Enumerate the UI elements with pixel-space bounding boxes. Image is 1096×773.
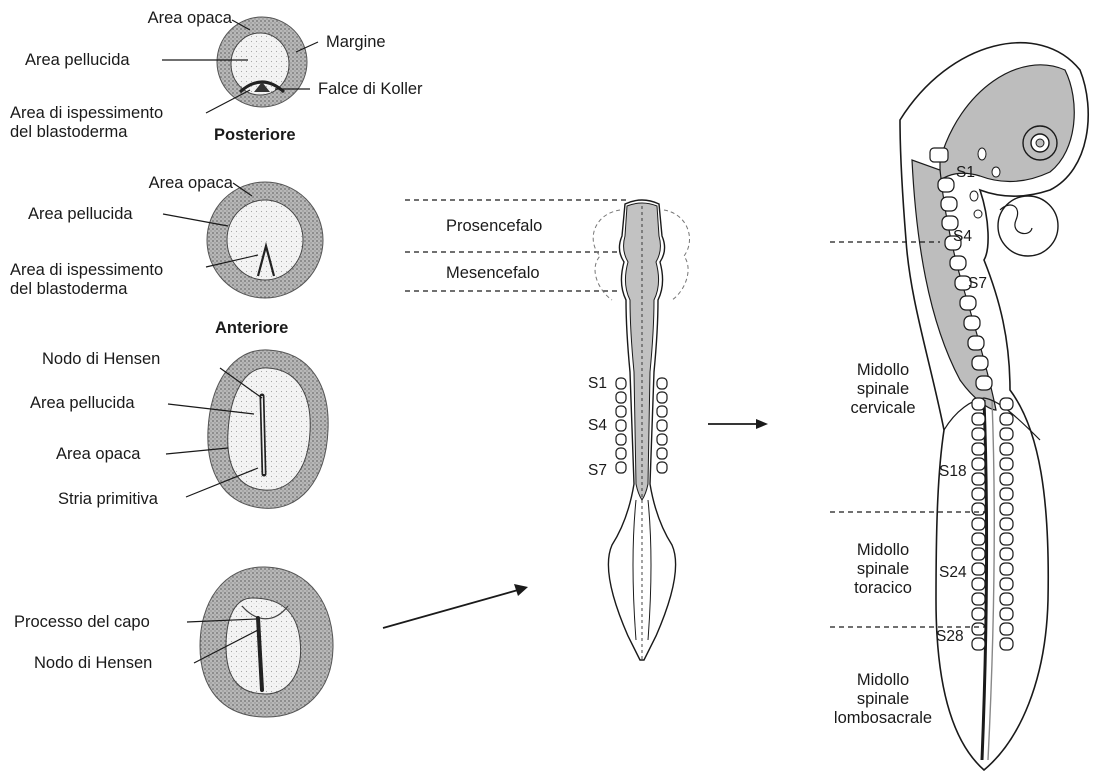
embryo-somite-right [1000,398,1013,410]
embryo-somite-left [972,473,985,485]
label-embryo-s7: S7 [968,274,987,293]
neurula-somite-right [657,434,667,445]
embryo-somite-left [972,398,985,410]
embryo-somite-upper [960,296,976,310]
label-area-opaca-a: Area opaca [62,9,232,28]
embryo-somite-right [1000,578,1013,590]
embryo-somite-left [972,578,985,590]
label-area-pellucida-b: Area pellucida [28,205,133,224]
label-ispessimento-b-line1: Area di ispessimento [10,261,163,280]
neurula-embryo [593,200,689,660]
label-area-opaca-b: Area opaca [62,174,233,193]
arrow-to-neurula [383,584,528,628]
embryo-somite-right [1000,413,1013,425]
label-processo-del-capo: Processo del capo [14,613,150,632]
label-area-pellucida-c: Area pellucida [30,394,135,413]
embryo-somite-right [1000,533,1013,545]
label-falce-di-koller: Falce di Koller [318,80,423,99]
label-ispessimento-a-line1: Area di ispessimento [10,104,163,123]
label-prosencefalo: Prosencefalo [446,217,542,236]
label-nodo-hensen-d: Nodo di Hensen [34,654,152,673]
neurula-somite-right [657,378,667,389]
blastoderm-stage-c [208,350,328,508]
arrow-to-embryo [708,419,768,429]
label-ispessimento-a-line2: del blastoderma [10,123,127,142]
embryo-somite-left [972,623,985,635]
embryo-somite-right [1000,443,1013,455]
embryo-somite-right [1000,563,1013,575]
neurula-somite-left [616,392,626,403]
neurula-somite-left [616,434,626,445]
embryo-somite-right [1000,608,1013,620]
embryo-somite-left [972,548,985,560]
embryo-somite-upper [968,336,984,350]
embryo-somite-upper [938,178,954,192]
label-embryo-s4: S4 [953,227,972,246]
neurula-somite-right [657,392,667,403]
neurula-somite-left [616,378,626,389]
neurula-somite-right [657,448,667,459]
embryo-somite-left [972,593,985,605]
embryo-somite-left [972,458,985,470]
embryo-somite-left [972,428,985,440]
embryo-somite-left [972,413,985,425]
label-area-pellucida-a: Area pellucida [25,51,130,70]
label-midollo-toracico: Midollo spinale toracico [828,541,938,598]
embryo-somite-upper [972,356,988,370]
embryo-somite-left [972,638,985,650]
label-neurula-s7: S7 [588,461,607,480]
embryo-somite-right [1000,623,1013,635]
blastoderm-stage-d [200,567,333,717]
embryo-somite-right [1000,503,1013,515]
label-embryo-s1: S1 [956,163,975,182]
embryo-somite-right [1000,548,1013,560]
label-neurula-s1: S1 [588,374,607,393]
label-embryo-s24: S24 [939,563,967,582]
label-area-opaca-c: Area opaca [56,445,140,464]
label-margine: Margine [326,33,386,52]
neurula-somite-left [616,448,626,459]
label-neurula-s4: S4 [588,416,607,435]
label-mesencefalo: Mesencefalo [446,264,540,283]
label-midollo-lombosacrale: Midollo spinale lombosacrale [820,671,946,728]
embryo-somite-upper [950,256,966,270]
embryo-somite-right [1000,593,1013,605]
embryo-somite-left [972,533,985,545]
neurula-somite-right [657,406,667,417]
embryo-somite-right [1000,428,1013,440]
embryo-somite-right [1000,488,1013,500]
neurula-somite-left [616,462,626,473]
embryo-somite-right [1000,473,1013,485]
embryo-somite-upper [976,376,992,390]
label-stria-primitiva: Stria primitiva [58,490,158,509]
label-anteriore: Anteriore [215,319,288,338]
neurula-somite-left [616,420,626,431]
embryo-somite-upper [964,316,980,330]
embryo-somite-left [972,503,985,515]
label-posteriore: Posteriore [214,126,296,145]
embryo-somite-left [972,518,985,530]
label-ispessimento-b-line2: del blastoderma [10,280,127,299]
blastoderm-stage-a [217,17,307,107]
label-embryo-s28: S28 [936,627,964,646]
neurula-somite-left [616,406,626,417]
embryo-somite-upper [941,197,957,211]
embryo-somite-left [972,608,985,620]
label-nodo-hensen-c: Nodo di Hensen [42,350,160,369]
label-midollo-cervicale: Midollo spinale cervicale [828,361,938,418]
embryo-somite-left [972,443,985,455]
neurula-somite-right [657,462,667,473]
blastoderm-stage-b [207,182,323,298]
embryo-somite-right [1000,638,1013,650]
embryo-somite-left [972,563,985,575]
neurula-somite-right [657,420,667,431]
embryo-somite-left [972,488,985,500]
label-embryo-s18: S18 [939,462,967,481]
embryo-somite-right [1000,518,1013,530]
embryo-somite-right [1000,458,1013,470]
